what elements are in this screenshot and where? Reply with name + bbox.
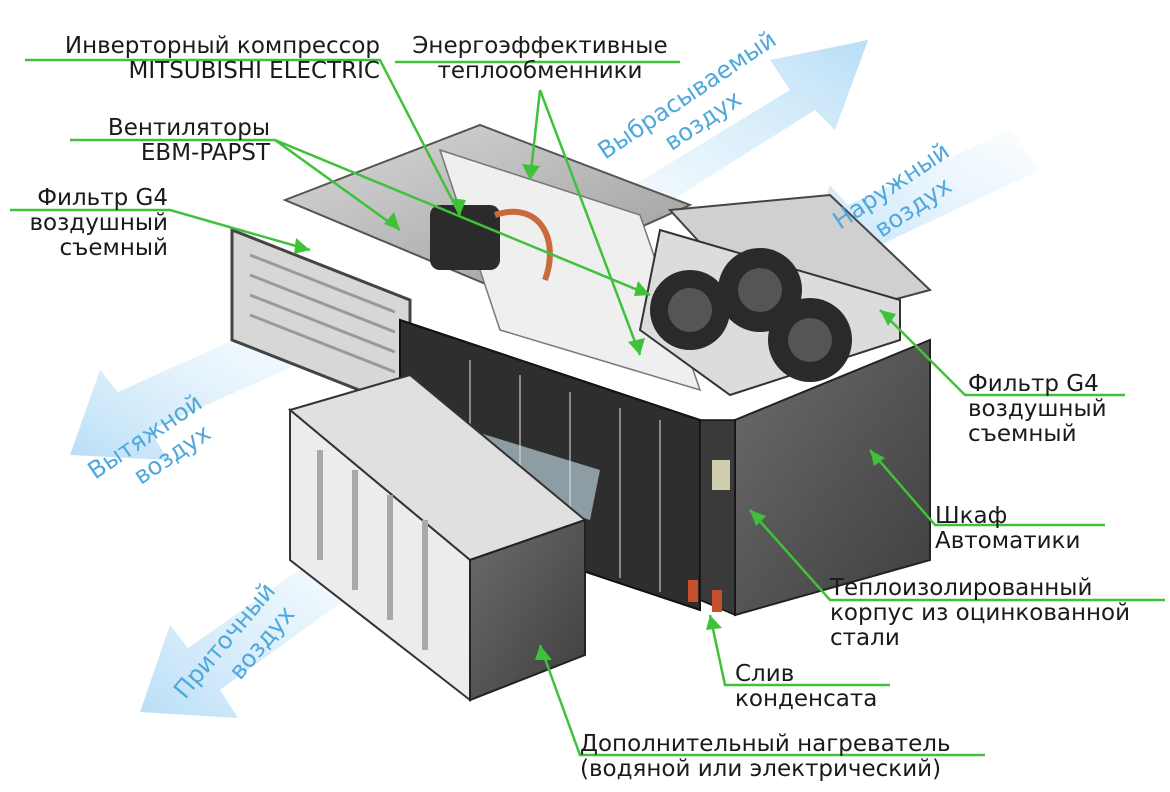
label-housing: Теплоизолированный корпус из оцинкованно… <box>830 575 1131 651</box>
leader-heat-exchanger-a <box>528 89 542 181</box>
label-cabinet: Шкаф Автоматики <box>935 503 1081 554</box>
leader-filter-right <box>879 309 1125 397</box>
leader-compressor <box>25 58 462 216</box>
leader-housing <box>749 509 1165 602</box>
leader-heat-exchanger-b <box>538 89 642 356</box>
label-filter-right: Фильтр G4 воздушный съемный <box>968 371 1107 447</box>
leader-fans-b <box>274 138 651 297</box>
leader-heater <box>538 644 985 757</box>
label-drain: Слив конденсата <box>735 661 878 712</box>
leader-cabinet <box>869 449 1105 527</box>
leader-drain <box>708 614 890 687</box>
leader-lines <box>10 58 1165 757</box>
label-heater: Дополнительный нагреватель (водяной или … <box>580 731 951 782</box>
label-heat-exchangers: Энергоэффективные теплообменники <box>412 33 668 84</box>
label-compressor: Инверторный компрессор MITSUBISHI ELECTR… <box>64 33 380 84</box>
leader-arrowheads <box>294 164 896 660</box>
unit-main-body <box>230 123 932 703</box>
leader-filter-left <box>10 208 311 252</box>
label-fans: Вентиляторы EBM-PAPST <box>107 115 270 166</box>
label-filter-left: Фильтр G4 воздушный съемный <box>29 185 168 261</box>
